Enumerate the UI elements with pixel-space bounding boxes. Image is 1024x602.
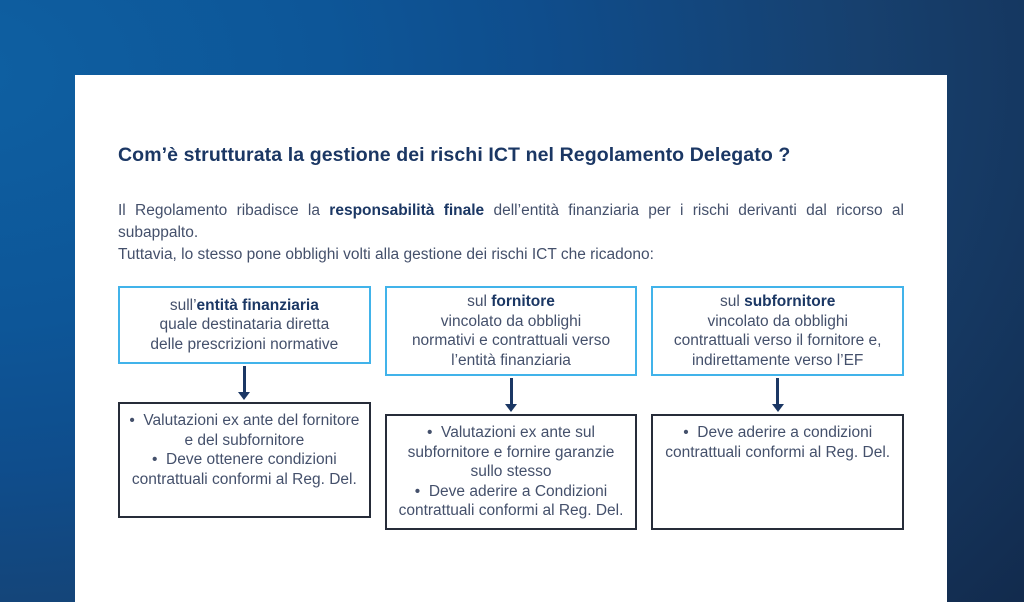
- target-prefix: sul: [467, 293, 492, 310]
- target-box-line: contrattuali verso il fornitore e,: [673, 332, 882, 349]
- target-box-subfornitore: sul subfornitore vincolato da obblighi c…: [651, 286, 905, 376]
- column-subfornitore: sul subfornitore vincolato da obblighi c…: [651, 286, 905, 530]
- target-box-line: vincolato da obblighi: [440, 312, 582, 330]
- obligation-item: Deve ottenere condizioni contrattuali co…: [128, 450, 361, 489]
- down-arrow-icon: [118, 364, 371, 402]
- target-box-heading: sul fornitore: [391, 292, 632, 312]
- target-box-line: normativi e contrattuali verso: [411, 332, 611, 349]
- target-name: subfornitore: [744, 293, 836, 310]
- arrow-head: [238, 392, 251, 400]
- target-box-line: quale destinataria diretta: [159, 316, 330, 334]
- target-prefix: sul: [719, 293, 745, 310]
- target-prefix: sull’: [169, 296, 197, 314]
- slide-title: Com’è strutturata la gestione dei rischi…: [118, 144, 791, 166]
- intro-text-trail: dell’entità finanziaria per i rischi der…: [118, 202, 904, 241]
- column-entita-finanziaria: sull’entità finanziaria quale destinatar…: [118, 286, 371, 530]
- target-box-fornitore: sul fornitore vincolato da obblighi norm…: [384, 286, 638, 376]
- obligation-item: Valutazioni ex ante del fornitore e del …: [128, 411, 361, 450]
- arrow-shaft: [242, 366, 246, 392]
- down-arrow-icon: [651, 376, 904, 414]
- risk-allocation-diagram: sull’entità finanziaria quale destinatar…: [118, 286, 905, 530]
- target-box-entita-finanziaria: sull’entità finanziaria quale destinatar…: [118, 286, 371, 364]
- target-name: entità finanziaria: [196, 296, 319, 314]
- intro-paragraph: Il Regolamento ribadisce la responsabili…: [118, 200, 904, 266]
- arrow-head: [505, 404, 517, 412]
- target-box-heading: sul subfornitore: [657, 292, 898, 312]
- target-box-line: delle prescrizioni normative: [150, 335, 339, 353]
- intro-text-lead: Il Regolamento ribadisce la: [118, 202, 330, 219]
- down-arrow-icon: [385, 376, 638, 414]
- target-box-line: indirettamente verso l’EF: [691, 351, 864, 369]
- obligation-item: Deve aderire a Condizioni contrattuali c…: [395, 482, 628, 521]
- intro-sentence-2: Tuttavia, lo stesso pone obblighi volti …: [118, 246, 654, 263]
- obligations-box-subfornitore: Deve aderire a condizioni contrattuali c…: [651, 414, 905, 530]
- obligations-box-fornitore: Valutazioni ex ante sul subfornitore e f…: [384, 414, 638, 530]
- obligation-item: Deve aderire a condizioni contrattuali c…: [661, 423, 894, 462]
- slide-canvas: Com’è strutturata la gestione dei rischi…: [75, 75, 947, 602]
- arrow-shaft: [776, 378, 780, 404]
- target-name: fornitore: [491, 293, 555, 310]
- column-fornitore: sul fornitore vincolato da obblighi norm…: [384, 286, 638, 530]
- obligations-box-entita-finanziaria: Valutazioni ex ante del fornitore e del …: [118, 402, 371, 518]
- target-box-line: l’entità finanziaria: [451, 351, 571, 369]
- intro-sentence-1: Il Regolamento ribadisce la responsabili…: [118, 200, 904, 244]
- arrow-head: [771, 404, 784, 412]
- obligation-item: Valutazioni ex ante sul subfornitore e f…: [395, 423, 628, 482]
- target-box-line: vincolato da obblighi: [707, 312, 848, 330]
- intro-text-bold: responsabilità finale: [329, 202, 485, 219]
- target-box-heading: sull’entità finanziaria: [124, 296, 365, 316]
- arrow-shaft: [509, 378, 513, 404]
